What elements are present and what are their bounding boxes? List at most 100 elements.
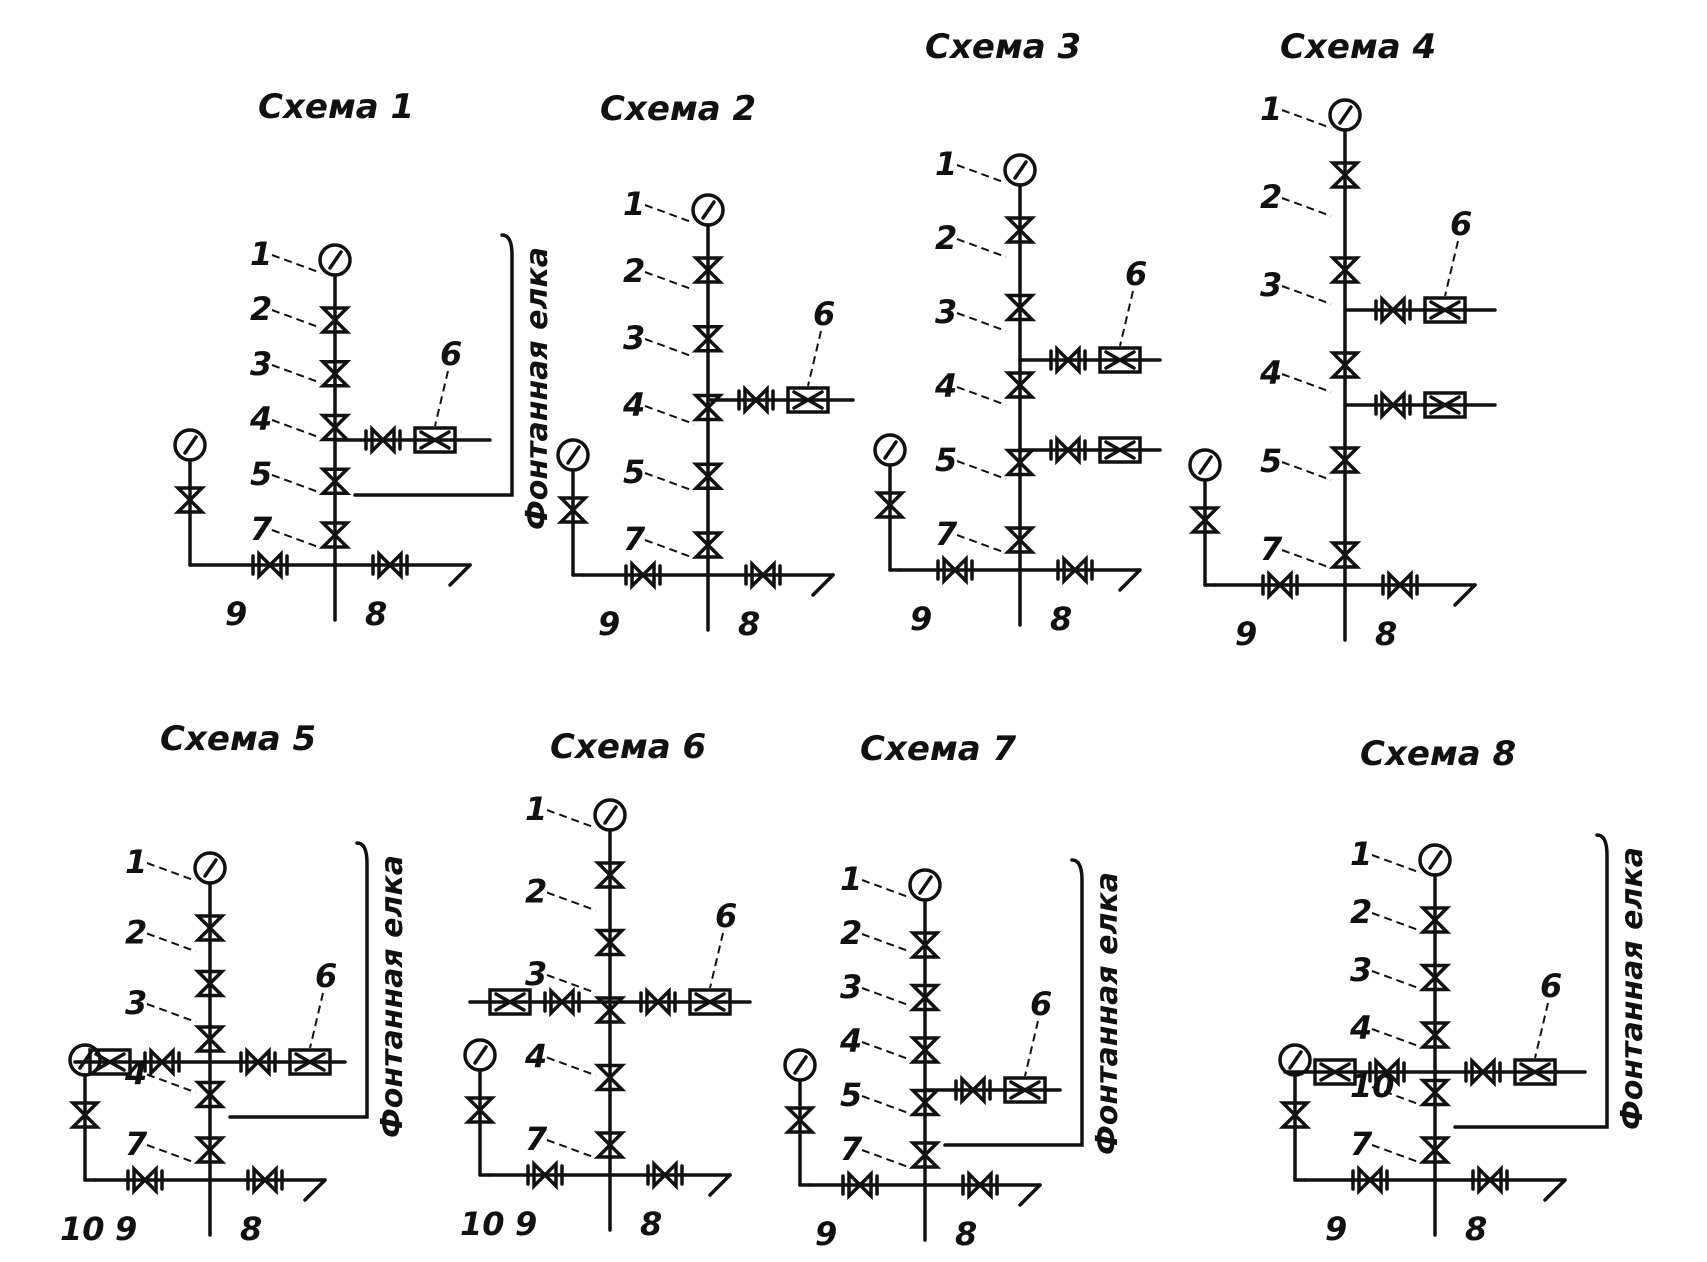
callout-number: 5 xyxy=(1260,442,1282,480)
gate-valve-icon xyxy=(318,467,352,495)
callout-number: 9 xyxy=(115,1210,137,1248)
callout-number: 6 xyxy=(1030,985,1052,1023)
callout-number: 7 xyxy=(840,1130,863,1168)
callout-number: 8 xyxy=(1050,600,1072,638)
gate-valve-icon xyxy=(1278,1101,1312,1129)
gate-valve-icon xyxy=(543,986,581,1018)
scheme-title: Схема 2 xyxy=(600,89,756,129)
gate-valve-icon xyxy=(193,1025,227,1053)
callout-number: 4 xyxy=(1349,1009,1372,1047)
callout-number: 2 xyxy=(125,914,147,952)
gate-valve-icon xyxy=(173,486,207,514)
callout-number: 3 xyxy=(1260,266,1282,304)
gate-valve-icon xyxy=(783,1106,817,1134)
callout-number: 4 xyxy=(524,1038,547,1076)
gate-valve-icon xyxy=(1418,1136,1452,1164)
callout-number: 10 xyxy=(1350,1067,1395,1105)
callout-number: 2 xyxy=(623,252,645,290)
callout-number: 2 xyxy=(1260,178,1282,216)
callout-number: 1 xyxy=(125,843,147,881)
choke-icon xyxy=(786,386,830,414)
callout-number: 8 xyxy=(365,595,387,633)
gate-valve-icon xyxy=(1328,256,1362,284)
gate-valve-icon xyxy=(1049,434,1087,466)
pressure-gauge-icon xyxy=(463,1038,497,1072)
scheme-title: Схема 4 xyxy=(1280,27,1436,67)
gate-valve-icon xyxy=(691,462,725,490)
gate-valve-icon xyxy=(1374,389,1412,421)
scheme-title: Схема 3 xyxy=(925,27,1081,67)
callout-number: 7 xyxy=(125,1125,148,1163)
callout-number: 6 xyxy=(1540,967,1562,1005)
tree-label: Фонтанная елка xyxy=(1090,872,1125,1155)
callout-number: 9 xyxy=(225,595,247,633)
callout-number: 1 xyxy=(935,145,957,183)
gate-valve-icon xyxy=(624,559,662,591)
callout-number: 8 xyxy=(1375,615,1397,653)
gate-valve-icon xyxy=(318,360,352,388)
callout-number: 2 xyxy=(840,914,862,952)
scheme-title: Схема 8 xyxy=(1360,734,1516,774)
gate-valve-icon xyxy=(318,413,352,442)
gate-valve-icon xyxy=(737,384,775,416)
gate-valve-icon xyxy=(1261,569,1299,601)
gate-valve-icon xyxy=(1418,1078,1452,1107)
gate-valve-icon xyxy=(1003,371,1037,399)
gate-valve-icon xyxy=(193,1080,227,1109)
gate-valve-icon xyxy=(126,1164,164,1196)
pressure-gauge-icon xyxy=(1003,153,1037,187)
callout-number: 9 xyxy=(815,1215,837,1253)
pressure-gauge-icon xyxy=(593,798,627,832)
gate-valve-icon xyxy=(908,1036,942,1064)
gate-valve-icon xyxy=(691,531,725,559)
gate-valve-icon xyxy=(593,928,627,957)
tree-bracket xyxy=(1453,833,1609,1129)
callout-number: 6 xyxy=(440,335,462,373)
callout-number: 1 xyxy=(250,235,272,273)
choke-icon xyxy=(1003,1076,1047,1104)
gate-valve-icon xyxy=(841,1169,879,1201)
gate-valve-icon xyxy=(1464,1056,1502,1088)
choke-icon xyxy=(413,426,457,454)
callout-number: 2 xyxy=(935,219,957,257)
callout-number: 9 xyxy=(515,1205,537,1243)
callout-number: 1 xyxy=(623,185,645,223)
gate-valve-icon xyxy=(463,1096,497,1124)
gate-valve-icon xyxy=(526,1159,564,1191)
callout-number: 8 xyxy=(1465,1210,1487,1248)
gate-valve-icon xyxy=(1056,554,1094,586)
gate-valve-icon xyxy=(318,306,352,334)
gate-valve-icon xyxy=(239,1046,277,1078)
gate-valve-icon xyxy=(193,1136,227,1164)
gate-valve-icon xyxy=(691,325,725,353)
callout-number: 2 xyxy=(525,873,547,911)
callout-number: 9 xyxy=(1235,615,1257,653)
gate-valve-icon xyxy=(251,549,289,581)
gate-valve-icon xyxy=(1003,526,1037,554)
pressure-gauge-icon xyxy=(318,243,352,277)
callout-number: 1 xyxy=(1350,835,1372,873)
callout-number: 8 xyxy=(738,605,760,643)
choke-icon xyxy=(1098,346,1142,374)
callout-number: 4 xyxy=(839,1022,862,1060)
callout-number: 4 xyxy=(249,400,272,438)
gate-valve-icon xyxy=(1418,1021,1452,1049)
callout-number: 3 xyxy=(250,345,272,383)
callout-number: 3 xyxy=(125,984,147,1022)
callout-number: 1 xyxy=(1260,90,1282,128)
choke-icon xyxy=(1313,1058,1357,1086)
callout-number: 9 xyxy=(1325,1210,1347,1248)
gate-valve-icon xyxy=(1368,1056,1406,1088)
callout-number: 6 xyxy=(1450,205,1472,243)
tree-bracket xyxy=(353,233,514,497)
callout-number: 2 xyxy=(250,290,272,328)
pressure-gauge-icon xyxy=(1188,448,1222,482)
scheme-title: Схема 7 xyxy=(860,729,1017,769)
gate-valve-icon xyxy=(873,491,907,519)
scheme-title: Схема 1 xyxy=(258,87,414,127)
choke-icon xyxy=(1423,296,1467,324)
